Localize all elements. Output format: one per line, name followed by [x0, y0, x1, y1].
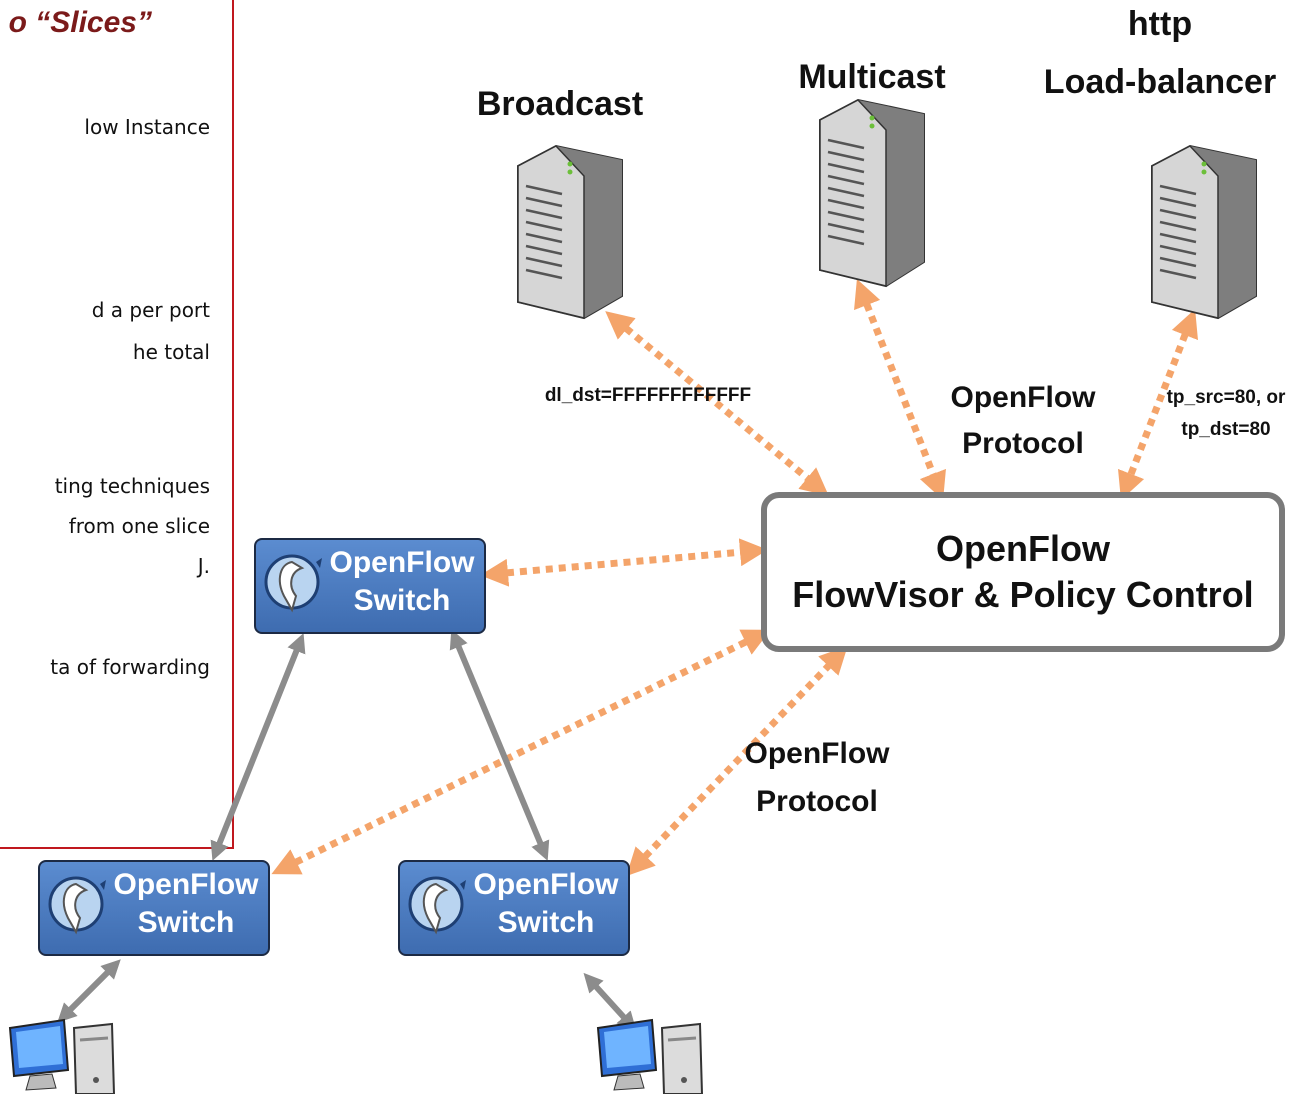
flowvisor-title: OpenFlow: [936, 528, 1110, 569]
server-label-http: http: [1127, 5, 1193, 43]
match-rule-http-2: tp_dst=80: [1181, 419, 1271, 440]
control-link-switch-right: [626, 645, 848, 877]
switch-label: OpenFlow Switch: [113, 868, 259, 939]
control-link-switch-top: [480, 538, 768, 587]
control-link-http: [1118, 308, 1198, 501]
protocol-label-top: OpenFlow: [950, 381, 1096, 414]
control-link-broadcast: [605, 311, 829, 496]
panel-text-line: J.: [197, 554, 210, 578]
control-link-multicast: [854, 278, 946, 501]
openflow-logo-icon: [48, 876, 106, 935]
panel-text-line: low Instance: [84, 115, 210, 139]
data-link-top-right: [449, 629, 550, 861]
switch-label: OpenFlow Switch: [329, 546, 475, 617]
switch-label: OpenFlow Switch: [473, 868, 619, 939]
flowvisor-subtitle: FlowVisor & Policy Control: [792, 574, 1254, 615]
panel-text-line: d a per port: [91, 298, 210, 322]
desktop-computer-icon: [596, 1018, 704, 1094]
openflow-logo-icon: [264, 554, 322, 613]
data-link-top-left: [210, 633, 306, 861]
openflow-logo-icon: [408, 876, 466, 935]
server-label-load-balancer: Load-balancer: [1043, 63, 1277, 101]
server-tower-icon: [517, 144, 623, 320]
panel-text-line: ta of forwarding: [50, 655, 210, 679]
match-rule-http-1: tp_src=80, or: [1166, 387, 1286, 408]
protocol-label-top-2: Protocol: [962, 427, 1084, 460]
desktop-computer-icon: [8, 1018, 116, 1094]
match-rule-broadcast: dl_dst=FFFFFFFFFFFF: [544, 385, 752, 406]
control-link-switch-left: [271, 629, 771, 875]
panel-text-line: ting techniques: [54, 474, 210, 498]
panel-title: o “Slices”: [8, 6, 152, 39]
panel-text-line: he total: [132, 340, 210, 364]
text-panel: [0, 0, 234, 849]
server-label-multicast: Multicast: [798, 58, 946, 96]
panel-text-line: from one slice: [68, 514, 210, 538]
flowvisor-box: OpenFlow FlowVisor & Policy Control: [761, 492, 1285, 652]
protocol-label-bottom-2: Protocol: [756, 785, 878, 818]
server-tower-icon: [819, 98, 925, 288]
openflow-switch-top: OpenFlow Switch: [254, 538, 486, 634]
openflow-switch-right: OpenFlow Switch: [398, 860, 630, 956]
protocol-label-bottom: OpenFlow: [744, 737, 890, 770]
server-label-broadcast: Broadcast: [476, 85, 644, 123]
server-tower-icon: [1151, 144, 1257, 320]
openflow-switch-left: OpenFlow Switch: [38, 860, 270, 956]
data-link-right-host: [583, 972, 637, 1032]
data-link-left-host: [57, 959, 121, 1023]
